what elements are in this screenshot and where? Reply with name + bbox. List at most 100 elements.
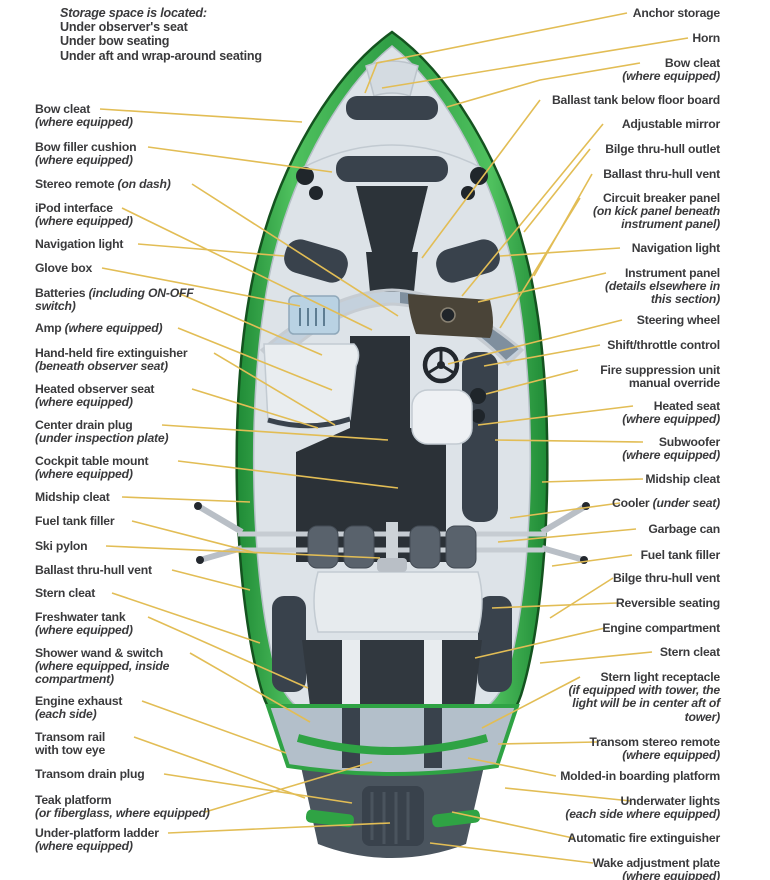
leader-line-left-4-navigation-light [137, 243, 285, 257]
cockpit-floor [296, 336, 446, 562]
leader-line-right-21-engine-compartment [474, 627, 606, 659]
leader-line-left-9-heated-observer-seat [191, 388, 319, 429]
label-right-26-underwater-lights: Underwater lights(each side where equipp… [505, 794, 720, 822]
label-left-0-bow-cleat: Bow cleat(where equipped) [35, 102, 225, 130]
label-sub-text: (where equipped) [64, 321, 163, 335]
label-left-19-engine-exhaust: Engine exhaust(each side) [35, 694, 225, 722]
label-right-10-steering-wheel: Steering wheel [505, 313, 720, 327]
storage-note-line: Under bow seating [60, 34, 170, 49]
label-left-12-midship-cleat: Midship cleat [35, 490, 225, 504]
label-left-9-heated-observer-seat: Heated observer seat(where equipped) [35, 382, 225, 410]
label-main-text: Horn [692, 31, 720, 45]
label-sub-text: (where equipped, inside compartment) [35, 659, 170, 687]
label-main-text: Heated seat [653, 399, 720, 413]
label-sub-text: (under inspection plate) [35, 431, 169, 446]
label-sub-text: (where equipped) [622, 869, 720, 880]
leader-line-left-18-shower-wand-switch [189, 652, 311, 723]
leader-line-right-23-stern-light-receptacle [481, 676, 581, 729]
label-main-text: Fire suppression unit manual override [600, 363, 720, 391]
bow-aisle [356, 186, 428, 256]
label-right-6-ballast-thru-hull-vent: Ballast thru-hull vent [505, 167, 720, 181]
label-sub-text: (where equipped) [35, 623, 133, 638]
label-main-text: Engine exhaust [35, 694, 123, 708]
label-main-text: Molded-in boarding platform [560, 769, 720, 783]
label-main-text: Freshwater tank [35, 610, 126, 624]
leader-line-right-28-wake-adjustment-plate [429, 842, 594, 864]
label-left-5-glove-box: Glove box [35, 261, 225, 275]
label-main-text: Reversible seating [615, 596, 720, 610]
leader-line-right-26-underwater-lights [504, 787, 632, 802]
label-sub-text: (where equipped) [35, 214, 133, 229]
label-left-11-cockpit-table-mount: Cockpit table mount(where equipped) [35, 454, 225, 481]
label-right-5-bilge-thru-hull-outlet: Bilge thru-hull outlet [505, 142, 720, 156]
label-main-text: Ski pylon [35, 539, 88, 553]
label-right-24-transom-stereo-remote: Transom stereo remote(where equipped) [505, 735, 720, 763]
bow-speakers [296, 167, 488, 200]
rear-bench-seat [313, 571, 483, 633]
label-left-4-navigation-light: Navigation light [35, 237, 225, 251]
label-sub-text: (beneath observer seat) [35, 359, 168, 374]
leader-line-left-15-ballast-thru-hull-vent [171, 569, 251, 591]
label-main-text: Transom rail with tow eye [35, 730, 106, 758]
label-main-text: Engine compartment [602, 621, 720, 635]
label-main-text: Stern cleat [35, 586, 96, 600]
label-left-15-ballast-thru-hull-vent: Ballast thru-hull vent [35, 563, 225, 577]
leader-line-left-13-fuel-tank-filler [131, 520, 257, 554]
label-main-text: Batteries [35, 286, 86, 300]
label-right-0-anchor-storage: Anchor storage [505, 6, 720, 20]
leader-line-left-0-bow-cleat [99, 108, 303, 123]
label-right-17-garbage-can: Garbage can [505, 522, 720, 536]
label-right-25-molded-in-boarding-platform: Molded-in boarding platform [505, 769, 720, 783]
label-right-22-stern-cleat: Stern cleat [505, 645, 720, 659]
label-sub-text: (where equipped) [622, 748, 720, 763]
label-left-6-batteries: Batteries (including ON-OFF switch) [35, 286, 195, 313]
storage-note: Storage space is located: Under observer… [60, 6, 320, 63]
leader-line-right-0-anchor-storage [364, 12, 628, 94]
label-right-16-cooler: Cooler (under seat) [505, 496, 720, 510]
leader-line-right-19-bilge-thru-hull-vent [549, 577, 614, 619]
label-left-18-shower-wand-switch: Shower wand & switch(where equipped, ins… [35, 646, 175, 687]
label-sub-text: (each side) [35, 707, 97, 722]
label-main-text: Teak platform [35, 793, 112, 807]
label-main-text: Garbage can [648, 522, 720, 536]
label-main-text: Instrument panel [625, 266, 720, 280]
label-main-text: Stereo remote [35, 177, 115, 191]
leader-line-left-21-transom-drain-plug [163, 773, 353, 804]
leader-line-left-2-stereo-remote [191, 183, 399, 317]
leader-line-left-3-ipod-interface [121, 207, 373, 331]
label-sub-text: (where equipped) [35, 115, 133, 130]
label-main-text: Midship cleat [35, 490, 110, 504]
underwater-vent-left [305, 809, 354, 828]
leader-line-right-16-cooler [509, 502, 621, 519]
glove-box [288, 295, 340, 335]
instrument-panel [408, 294, 493, 338]
label-sub-text: (where equipped) [622, 69, 720, 84]
steering-wheel [422, 346, 460, 384]
label-main-text: Glove box [35, 261, 93, 275]
label-main-text: Wake adjustment plate [592, 856, 721, 870]
label-left-1-bow-filler-cushion: Bow filler cushion(where equipped) [35, 140, 225, 167]
engine-compartment [302, 640, 482, 706]
label-right-13-heated-seat: Heated seat(where equipped) [505, 399, 720, 426]
label-main-text: Hand-held fire extinguisher [35, 346, 188, 360]
label-sub-text: (where equipped) [35, 395, 133, 410]
leader-line-right-8-navigation-light [499, 247, 621, 257]
leader-line-right-4-adjustable-mirror [461, 123, 604, 297]
label-sub-text: (where equipped) [622, 448, 720, 463]
label-main-text: Underwater lights [620, 794, 720, 808]
leader-line-right-27-automatic-fire-extinguisher [451, 811, 574, 839]
label-left-16-stern-cleat: Stern cleat [35, 586, 225, 600]
label-main-text: Ballast thru-hull vent [603, 167, 720, 181]
leader-line-right-14-subwoofer [494, 439, 644, 443]
label-sub-text: (each side where equipped) [565, 807, 720, 822]
label-main-text: Midship cleat [645, 472, 720, 486]
label-left-10-center-drain-plug: Center drain plug(under inspection plate… [35, 418, 225, 446]
label-main-text: Fuel tank filler [640, 548, 721, 562]
label-left-7-amp: Amp (where equipped) [35, 321, 225, 335]
label-sub-text: (on dash) [117, 177, 171, 191]
label-right-14-subwoofer: Subwoofer(where equipped) [505, 435, 720, 463]
subwoofer-speakers [470, 388, 486, 423]
label-sub-text: (on kick panel beneath instrument panel) [593, 204, 720, 232]
label-sub-text: (where equipped) [35, 839, 133, 854]
